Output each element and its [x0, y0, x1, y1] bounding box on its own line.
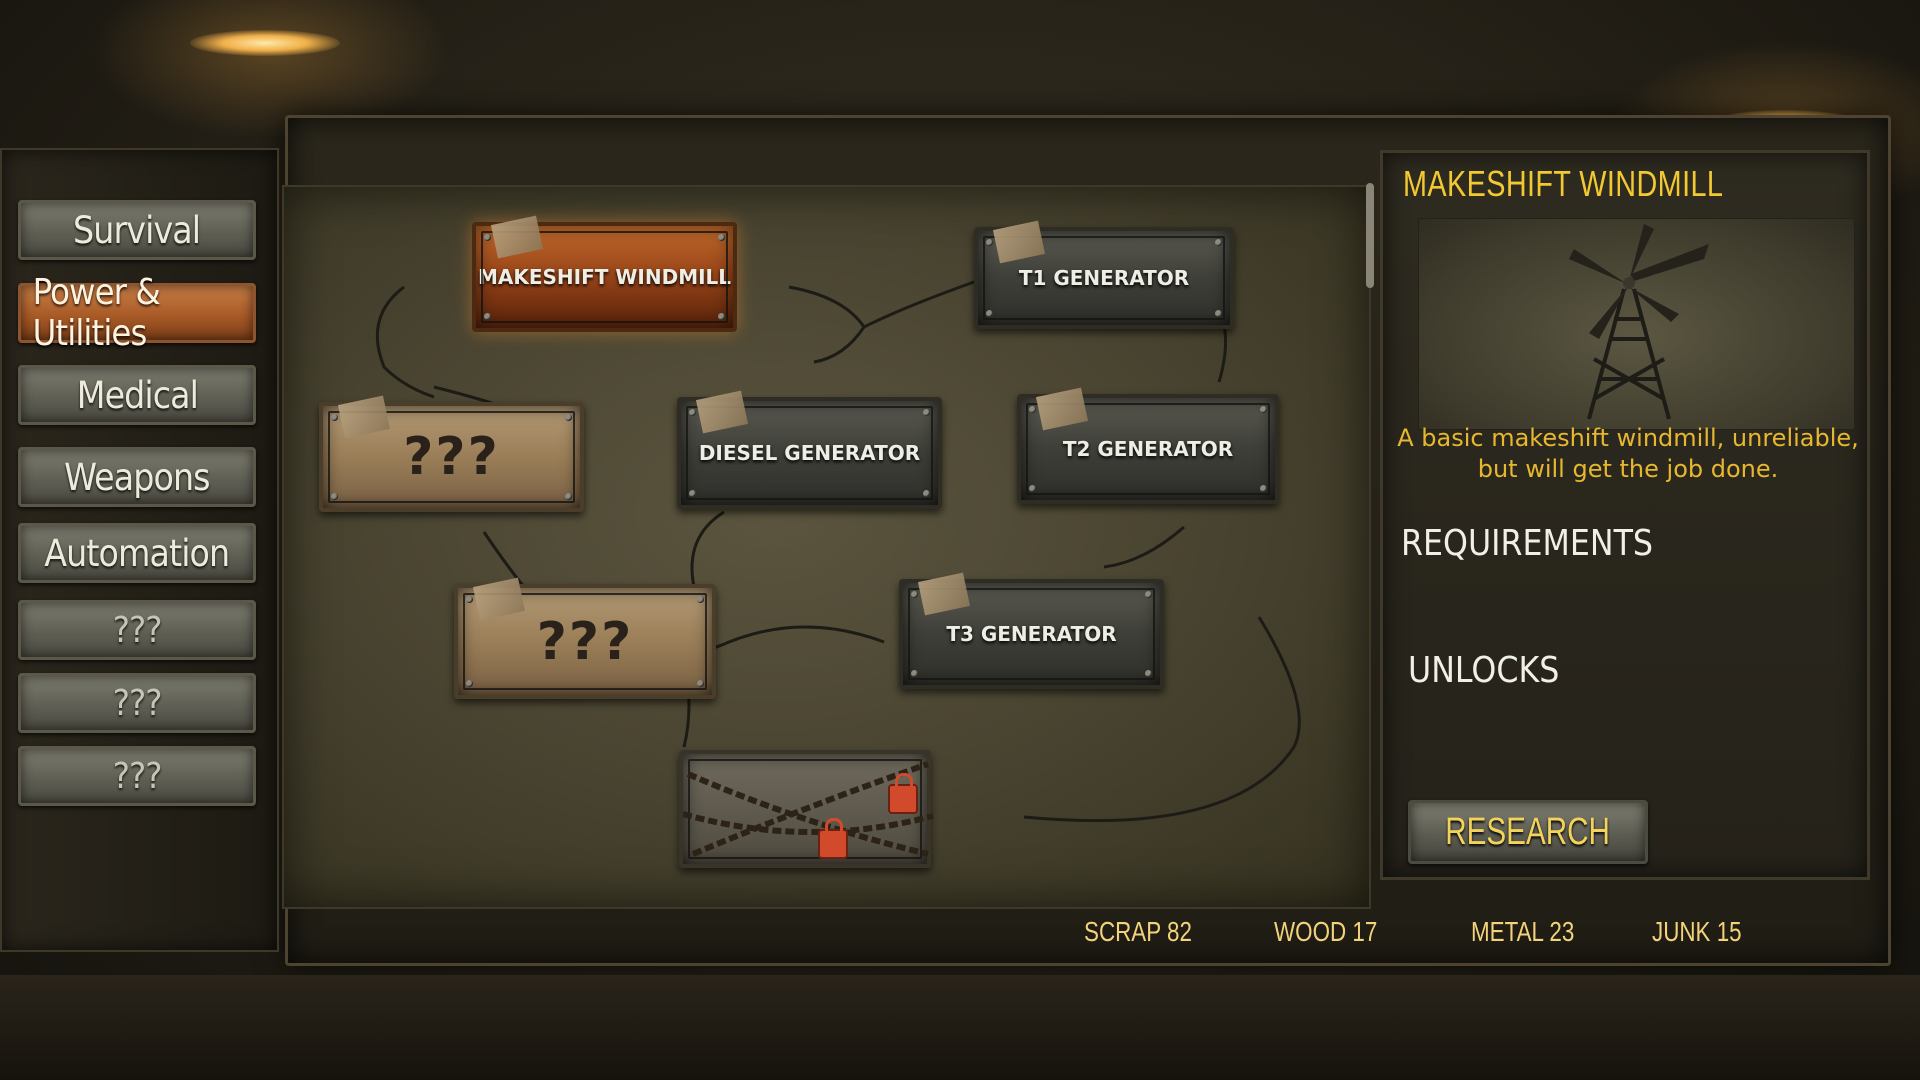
resource-junk: JUNK 15: [1652, 916, 1742, 947]
tape-decoration: [695, 390, 749, 434]
tech-info-panel: MAKESHIFT WINDMILL A basic makeshift win…: [1380, 150, 1870, 880]
rivet: [986, 239, 993, 246]
rivet: [484, 313, 491, 320]
tape-decoration: [490, 215, 544, 259]
category-label: Weapons: [64, 455, 210, 499]
tech-node-label: DIESEL GENERATOR: [698, 441, 921, 465]
rivet: [1145, 670, 1152, 677]
rivet: [1029, 406, 1036, 413]
connection-line: [1023, 616, 1301, 823]
tech-node-unknown[interactable]: ???: [319, 395, 584, 512]
rivet: [1215, 310, 1222, 317]
rivet: [911, 670, 918, 677]
padlock-icon: [818, 818, 848, 859]
rivet: [331, 493, 338, 500]
unlocks-heading: UNLOCKS: [1408, 650, 1560, 691]
tech-node-label: T2 GENERATOR: [1062, 437, 1234, 461]
category-label: ???: [112, 682, 163, 724]
tape-decoration: [472, 577, 526, 621]
rivet: [923, 409, 930, 416]
tech-node-t2-generator[interactable]: T2 GENERATOR: [1017, 387, 1279, 504]
tech-node-t1-generator[interactable]: T1 GENERATOR: [974, 220, 1234, 329]
rivet: [1029, 485, 1036, 492]
resource-metal: METAL 23: [1471, 916, 1575, 947]
floor-background: [0, 975, 1920, 1080]
rivet: [331, 414, 338, 421]
tech-node-label: T3 GENERATOR: [946, 622, 1117, 646]
rivet: [986, 310, 993, 317]
description-line: A basic makeshift windmill, unreliable,: [1397, 424, 1859, 452]
connection-line: [375, 285, 435, 399]
rivet: [565, 414, 572, 421]
research-label: RESEARCH: [1445, 810, 1611, 853]
category-locked-button[interactable]: ???: [18, 746, 256, 806]
tape-decoration: [337, 395, 391, 439]
ceiling-lamp: [190, 30, 340, 56]
category-power-utilities-button[interactable]: Power & Utilities: [18, 272, 256, 354]
tech-node-label: ???: [536, 611, 634, 672]
tech-tree-panel: MAKESHIFT WINDMILL T1 GENERATOR ??? DIES…: [282, 185, 1371, 909]
category-label: Automation: [44, 531, 231, 575]
tech-preview-image: [1418, 218, 1855, 430]
tech-description: A basic makeshift windmill, unreliable, …: [1383, 423, 1873, 485]
rivet: [466, 596, 473, 603]
tech-node-makeshift-windmill[interactable]: MAKESHIFT WINDMILL: [472, 215, 737, 332]
tape-decoration: [917, 572, 971, 616]
chains-icon: [683, 761, 934, 857]
category-sidebar: Survival Power & Utilities Medical Weapo…: [0, 148, 279, 952]
tree-scrollbar[interactable]: [1366, 183, 1374, 288]
category-label: Survival: [73, 208, 201, 252]
tape-decoration: [1035, 387, 1089, 431]
rivet: [923, 490, 930, 497]
rivet: [466, 680, 473, 687]
tech-node-label: MAKESHIFT WINDMILL: [477, 265, 732, 289]
padlock-icon: [888, 773, 918, 814]
description-line: but will get the job done.: [1477, 455, 1779, 483]
tech-node-unknown[interactable]: ???: [454, 577, 716, 699]
tech-title: MAKESHIFT WINDMILL: [1403, 163, 1724, 204]
tech-node-t3-generator[interactable]: T3 GENERATOR: [899, 572, 1164, 689]
category-label: Medical: [76, 373, 198, 417]
connection-line: [482, 531, 526, 588]
rivet: [697, 596, 704, 603]
rivet: [1145, 591, 1152, 598]
rivet: [484, 234, 491, 241]
research-button[interactable]: RESEARCH: [1408, 800, 1648, 864]
resource-wood: WOOD 17: [1274, 916, 1378, 947]
connection-line: [1103, 525, 1185, 569]
rivet: [1260, 406, 1267, 413]
category-medical-button[interactable]: Medical: [18, 365, 256, 425]
rivet: [718, 234, 725, 241]
category-weapons-button[interactable]: Weapons: [18, 447, 256, 507]
rivet: [911, 591, 918, 598]
windmill-icon: [1569, 224, 1709, 420]
category-locked-button[interactable]: ???: [18, 673, 256, 733]
rivet: [689, 490, 696, 497]
category-label: ???: [112, 755, 163, 797]
connection-line: [788, 280, 975, 329]
tech-node-label: T1 GENERATOR: [1018, 266, 1190, 290]
rivet: [689, 409, 696, 416]
requirements-heading: REQUIREMENTS: [1401, 523, 1654, 564]
rivet: [718, 313, 725, 320]
category-locked-button[interactable]: ???: [18, 600, 256, 660]
connection-line: [690, 510, 725, 588]
category-automation-button[interactable]: Automation: [18, 523, 256, 583]
resource-bar: SCRAP 82 WOOD 17 METAL 23 JUNK 15: [282, 910, 1867, 955]
rivet: [697, 680, 704, 687]
resource-scrap: SCRAP 82: [1084, 916, 1192, 947]
tape-decoration: [992, 220, 1046, 264]
rivet: [565, 493, 572, 500]
tech-node-chained-locked[interactable]: [679, 750, 934, 868]
tech-node-diesel-generator[interactable]: DIESEL GENERATOR: [677, 390, 942, 509]
category-survival-button[interactable]: Survival: [18, 200, 256, 260]
rivet: [1260, 485, 1267, 492]
rivet: [1215, 239, 1222, 246]
connection-line: [813, 326, 866, 364]
category-label: Power & Utilities: [32, 272, 161, 354]
category-label: ???: [112, 609, 163, 651]
tech-node-label: ???: [403, 427, 500, 487]
